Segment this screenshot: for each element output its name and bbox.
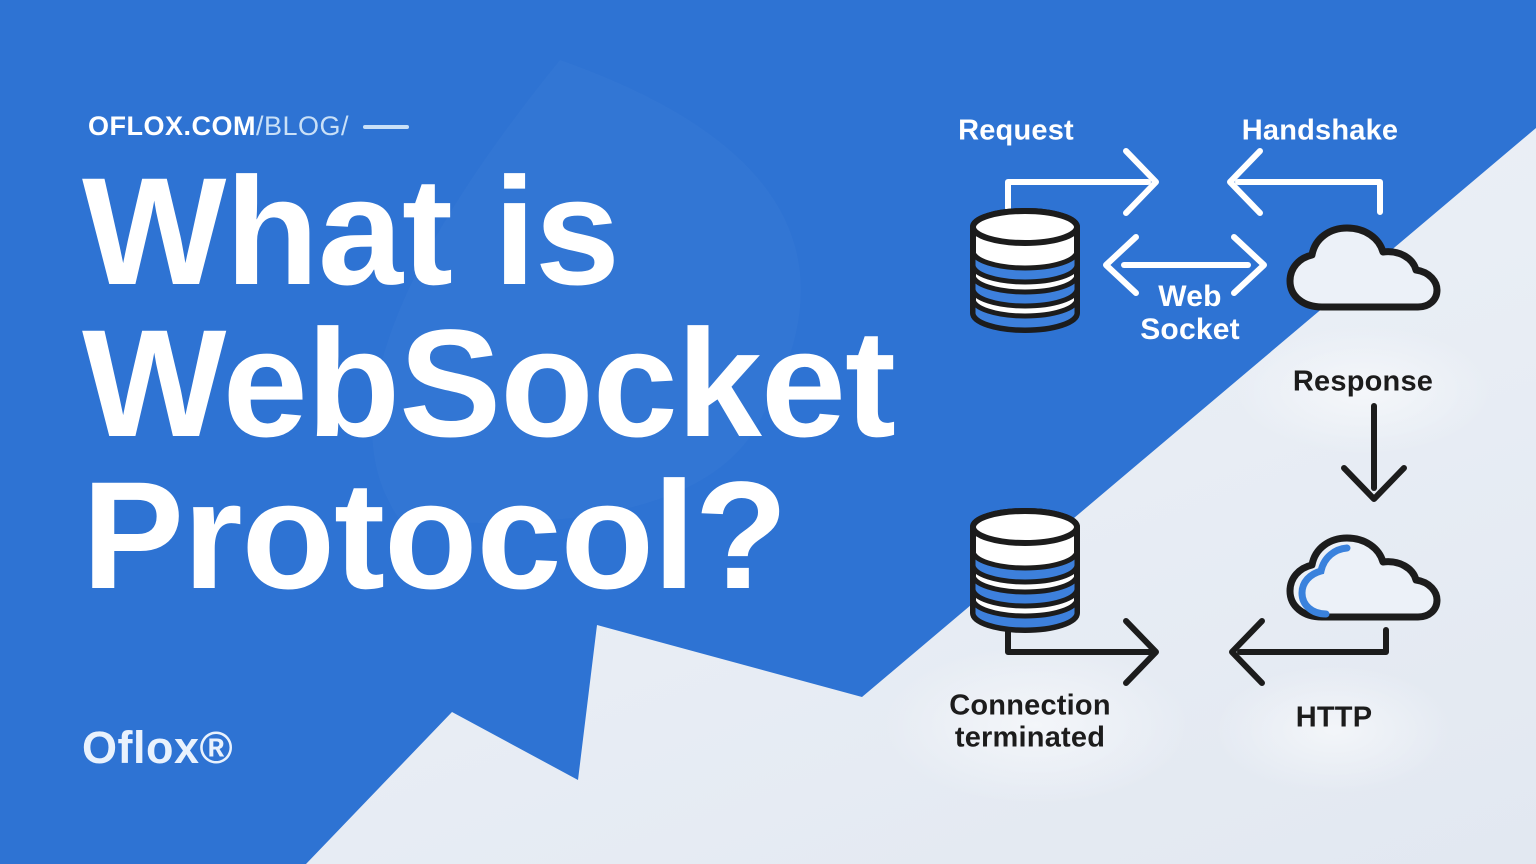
page-title: What is WebSocket Protocol? [82,146,896,621]
title-line: What is [82,146,620,317]
request-label: Request [958,114,1074,147]
cloud-blue-accent [1298,544,1351,618]
title-line: WebSocket [82,298,896,469]
websocket-label-line2: Socket [1140,313,1240,346]
websocket-label-line1: Web [1158,280,1222,313]
cloud-icon [1290,538,1437,617]
label-glow [1214,665,1454,795]
database-icon [973,511,1077,630]
websocket-double-arrow [1103,234,1267,296]
http-label: HTTP [1295,701,1373,734]
connection-label-line2: terminated [954,721,1106,754]
handshake-arrow [1227,148,1383,216]
request-arrow [1005,148,1159,216]
response-label: Response [1292,365,1434,398]
response-arrow [1341,403,1407,502]
blog-path: /BLOG/ [256,111,350,141]
site-name: OFLOX.COM [88,111,256,141]
breadcrumb: OFLOX.COM/BLOG/ [88,111,410,142]
title-line: Protocol? [82,450,788,621]
connection-terminated-arrow [1005,618,1159,686]
handshake-label: Handshake [1241,114,1399,147]
database-icon [973,211,1077,330]
connection-label-line1: Connection [949,689,1111,722]
oflox-logo: Oflox® [82,722,234,773]
http-arrow [1229,618,1389,686]
dash-line [363,124,410,129]
